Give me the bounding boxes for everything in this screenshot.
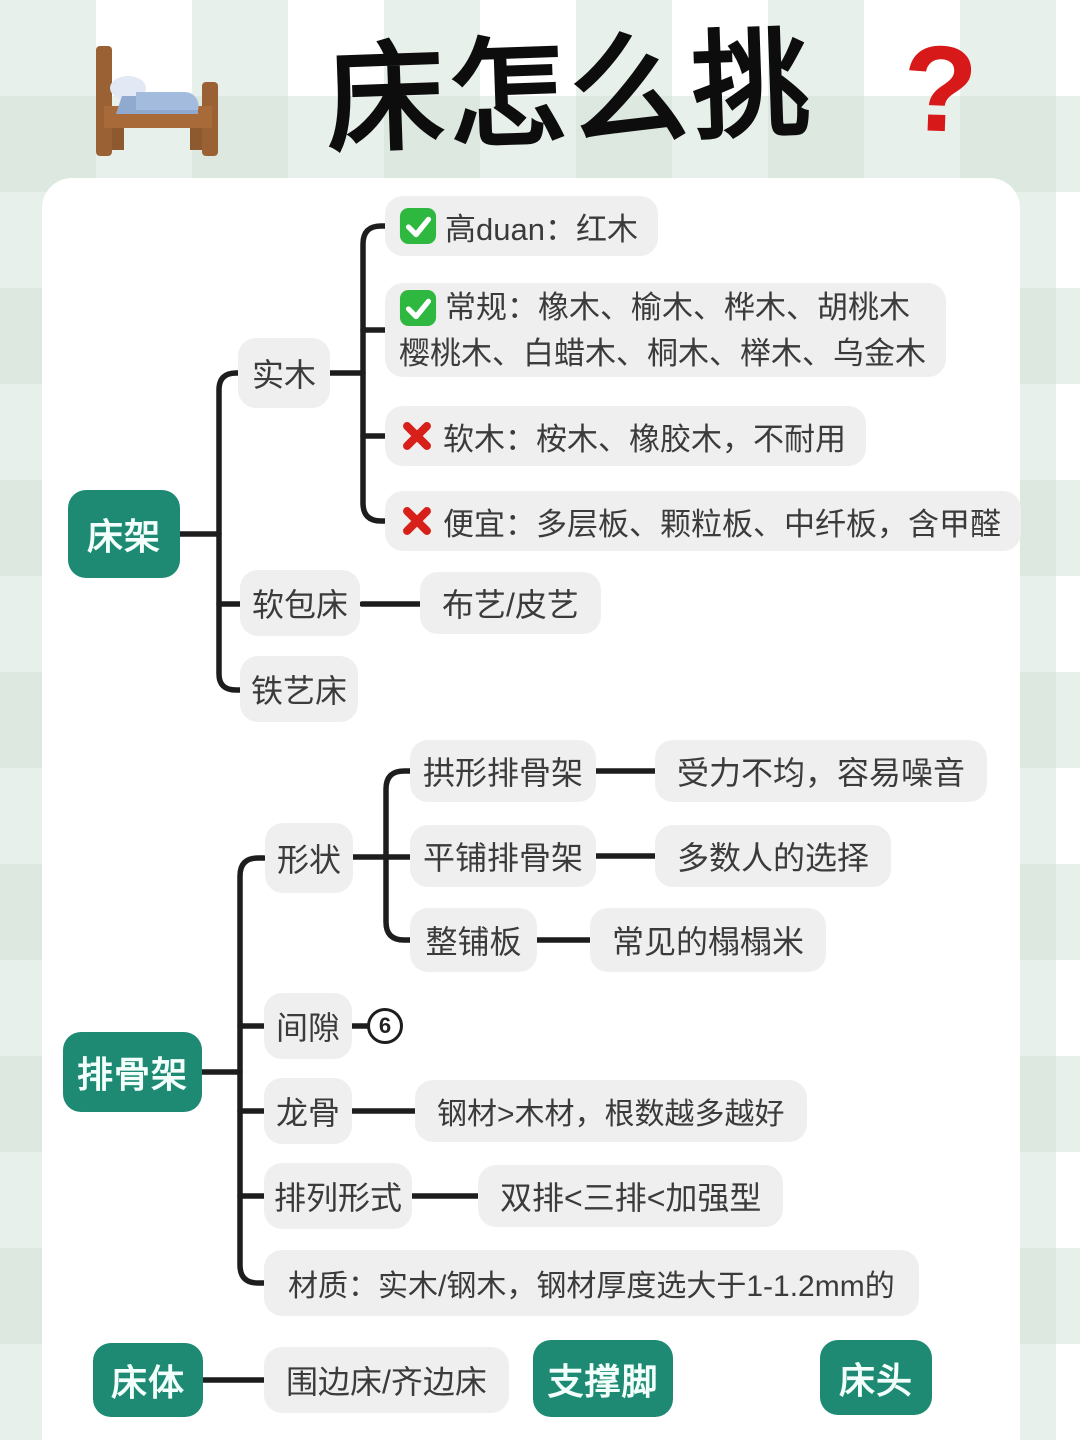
root-node-headboard: 床头 xyxy=(820,1340,932,1415)
leaf-text-line2: 樱桃木、白蜡木、桐木、榉木、乌金木 xyxy=(399,336,926,371)
leaf-flat-note: 多数人的选择 xyxy=(655,825,892,887)
content-card xyxy=(42,178,1020,1440)
leaf-regular-wood: 常规：橡木、榆木、桦木、胡桃木 樱桃木、白蜡木、桐木、榉木、乌金木 xyxy=(385,283,946,377)
node-flat-slats: 平铺排骨架 xyxy=(410,825,596,887)
check-icon xyxy=(399,207,437,245)
leaf-highend-wood: 高duan：红木 xyxy=(385,196,658,256)
leaf-arrangement-note: 双排<三排<加强型 xyxy=(478,1165,784,1227)
cross-icon xyxy=(399,503,435,539)
title-row: 床怎么挑 ? xyxy=(0,0,1080,180)
leaf-text: 便宜：多层板、颗粒板、中纤板，含甲醛 xyxy=(443,506,1001,542)
root-node-support-leg: 支撑脚 xyxy=(533,1340,673,1417)
branch-upholstered-bed: 软包床 xyxy=(240,570,360,636)
leaf-full-board-note: 常见的榻榻米 xyxy=(590,908,827,972)
leaf-cheap-board: 便宜：多层板、颗粒板、中纤板，含甲醛 xyxy=(385,491,1021,551)
root-node-bed-frame: 床架 xyxy=(68,490,180,578)
branch-shape: 形状 xyxy=(265,823,353,893)
leaf-bed-body-detail: 围边床/齐边床 xyxy=(264,1347,509,1413)
leaf-text: 软木：桉木、橡胶木，不耐用 xyxy=(443,421,846,457)
leaf-fabric-leather: 布艺/皮艺 xyxy=(420,572,601,634)
bed-icon xyxy=(96,46,218,156)
branch-material: 材质：实木/钢木，钢材厚度选大于1-1.2mm的 xyxy=(264,1250,919,1316)
root-node-slat-frame: 排骨架 xyxy=(63,1032,202,1112)
leaf-text-line1: 常规：橡木、榆木、桦木、胡桃木 xyxy=(445,290,910,325)
root-node-bed-body: 床体 xyxy=(93,1343,203,1417)
leaf-keel-note: 钢材>木材，根数越多越好 xyxy=(415,1080,807,1142)
node-arched-slats: 拱形排骨架 xyxy=(410,740,596,802)
check-icon xyxy=(399,289,437,327)
branch-arrangement: 排列形式 xyxy=(264,1163,412,1229)
leaf-text: 高duan：红木 xyxy=(445,211,638,247)
question-mark-icon: ? xyxy=(900,19,980,159)
branch-gap: 间隙 xyxy=(264,993,352,1059)
cross-icon xyxy=(399,418,435,454)
branch-keel: 龙骨 xyxy=(264,1078,352,1144)
circled-number-badge: 6 xyxy=(367,1008,403,1044)
branch-solid-wood: 实木 xyxy=(238,338,330,408)
page-title: 床怎么挑 xyxy=(323,18,817,168)
node-full-board: 整铺板 xyxy=(410,908,537,972)
leaf-arched-note: 受力不均，容易噪音 xyxy=(655,740,988,802)
leaf-soft-wood: 软木：桉木、橡胶木，不耐用 xyxy=(385,406,866,466)
branch-iron-bed: 铁艺床 xyxy=(240,656,358,722)
